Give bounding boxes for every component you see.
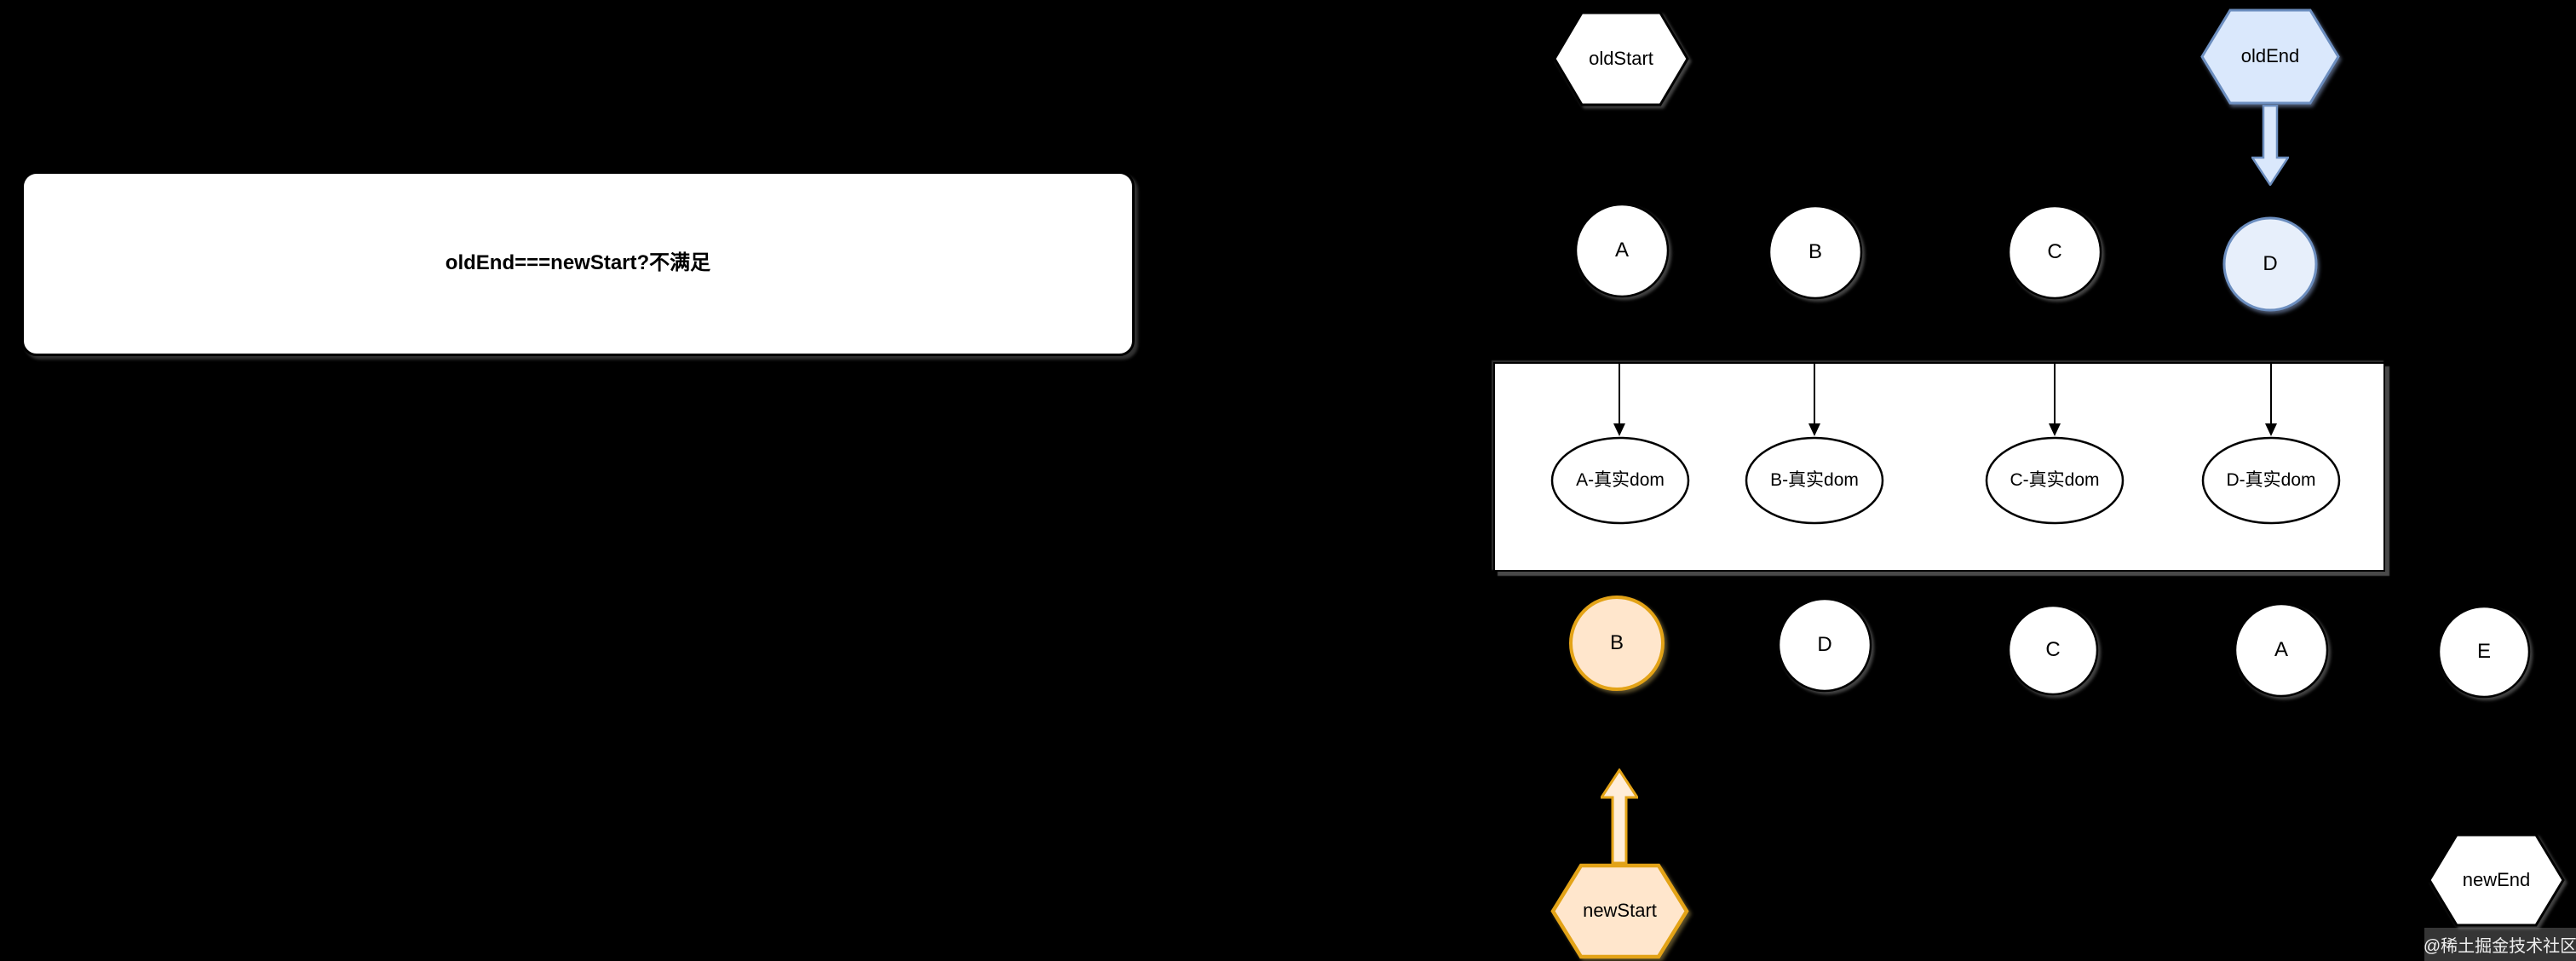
connector-arrow-c-icon: [2048, 362, 2061, 437]
real-dom-ellipse-d: D-真实dom: [2201, 436, 2341, 525]
new-node-circle-c: C: [2007, 604, 2099, 696]
old-start-pointer-hexagon: oldStart: [1553, 11, 1689, 106]
new-start-pointer-hexagon: newStart: [1550, 863, 1689, 959]
hexagon-shape: [1550, 863, 1689, 959]
new-node-circle-a: A: [2234, 602, 2329, 698]
new-start-up-arrow-icon: [1601, 768, 1638, 864]
real-dom-ellipse-b: B-真实dom: [1745, 436, 1884, 525]
connector-arrow-b-icon: [1808, 362, 1821, 437]
old-node-circle-a: A: [1574, 203, 1670, 298]
real-dom-ellipse-a: A-真实dom: [1550, 436, 1690, 525]
old-end-down-arrow-icon: [2251, 105, 2289, 186]
new-node-circle-e: E: [2437, 605, 2531, 699]
old-node-circle-c: C: [2007, 204, 2102, 300]
real-dom-ellipse-c: C-真实dom: [1985, 436, 2125, 525]
old-node-circle-b: B: [1768, 204, 1863, 300]
condition-note-box: oldEnd===newStart?不满足: [21, 171, 1135, 356]
connector-arrow-a-icon: [1613, 362, 1626, 437]
watermark-badge: @稀土掘金技术社区: [2424, 928, 2576, 961]
new-node-circle-b: B: [1568, 595, 1665, 692]
hexagon-shape: [2428, 833, 2565, 927]
condition-note-text: oldEnd===newStart?不满足: [445, 251, 711, 275]
new-end-pointer-hexagon: newEnd: [2428, 833, 2565, 927]
connector-arrow-d-icon: [2264, 362, 2278, 437]
hexagon-shape: [1553, 11, 1689, 106]
old-node-circle-d: D: [2222, 216, 2318, 312]
hexagon-shape: [2200, 9, 2340, 105]
watermark-text: @稀土掘金技术社区: [2423, 937, 2576, 956]
new-node-circle-d: D: [1777, 597, 1872, 693]
old-end-pointer-hexagon: oldEnd: [2200, 9, 2340, 105]
